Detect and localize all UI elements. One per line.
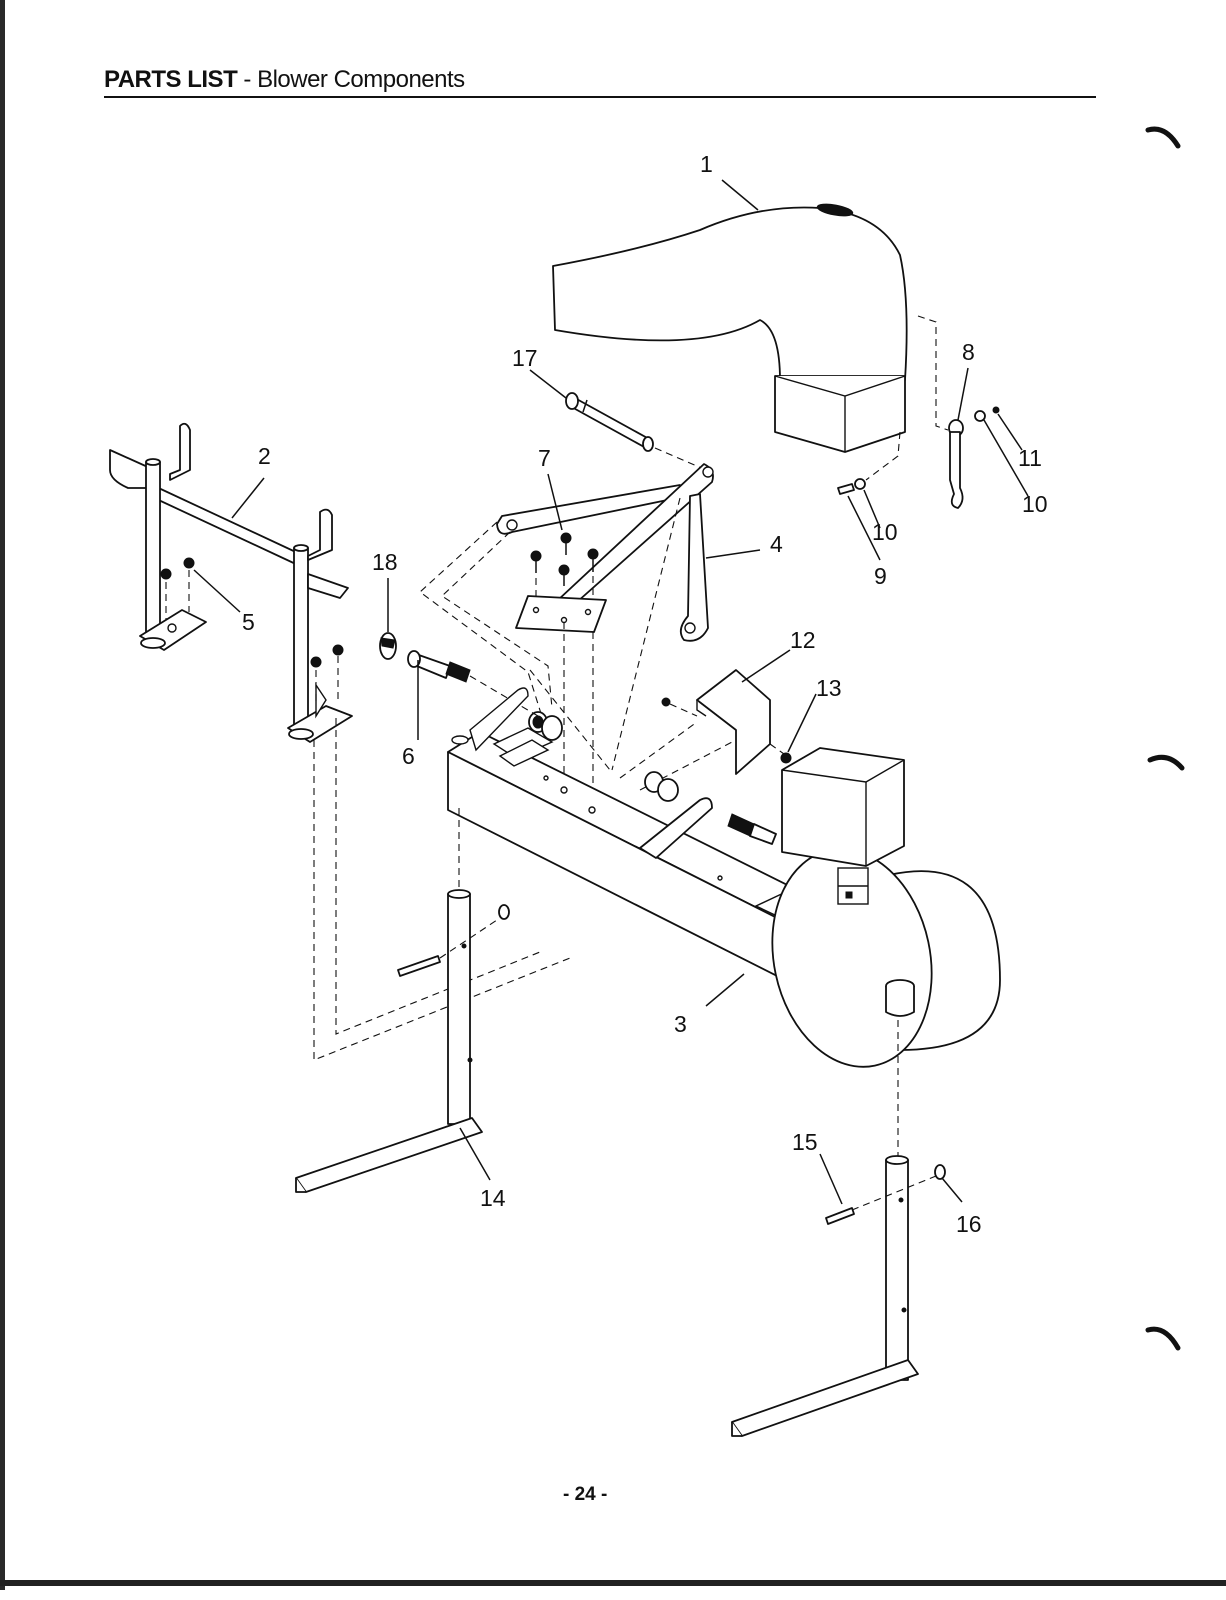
callout-14: 14 <box>480 1185 506 1211</box>
screw-13 <box>780 752 792 764</box>
page-bottom-edge <box>0 1580 1226 1586</box>
callout-4: 4 <box>770 531 783 557</box>
page-title-bold: PARTS LIST <box>104 66 238 93</box>
callout-8: 8 <box>962 339 975 365</box>
leader-7 <box>547 473 563 531</box>
binder-mark <box>1147 754 1185 771</box>
callout-12: 12 <box>790 627 816 653</box>
leader-14 <box>459 1127 491 1181</box>
callout-2: 2 <box>258 443 271 469</box>
leader-13 <box>787 693 817 753</box>
callout-10a: 10 <box>872 519 898 545</box>
stand-15-16 <box>731 1155 946 1437</box>
page-header: PARTS LIST - Blower Components <box>104 62 1096 98</box>
screw-12 <box>661 697 671 707</box>
pin-17 <box>565 392 654 452</box>
stud-6 <box>407 650 563 741</box>
blower-housing <box>771 747 1001 1068</box>
callout-16: 16 <box>956 1211 982 1237</box>
callout-18: 18 <box>372 549 398 575</box>
callout-17: 17 <box>512 345 538 371</box>
mount-bracket-4 <box>496 463 714 642</box>
bolts-7 <box>530 532 599 586</box>
leader-2 <box>231 477 265 519</box>
callout-3: 3 <box>674 1011 687 1037</box>
leader-3 <box>705 973 745 1007</box>
page-edge <box>0 0 5 1590</box>
page-title-rest: - Blower Components <box>237 66 465 93</box>
stand-14 <box>295 889 510 1193</box>
clip-18 <box>379 632 397 660</box>
leader-10b <box>983 419 1029 497</box>
front-frame-2 <box>109 422 353 743</box>
leader-9 <box>847 495 881 561</box>
callout-6: 6 <box>402 743 415 769</box>
leader-8 <box>957 367 969 421</box>
leader-5 <box>193 569 241 613</box>
leader-12 <box>741 649 791 683</box>
stud-6-right <box>644 771 777 845</box>
leader-17 <box>529 369 567 399</box>
binder-mark <box>1145 126 1181 149</box>
callout-5: 5 <box>242 609 255 635</box>
callout-15: 15 <box>792 1129 818 1155</box>
binder-mark <box>1145 1326 1181 1351</box>
latch-hardware <box>837 406 1000 509</box>
page-title: PARTS LIST - Blower Components <box>104 66 465 94</box>
page-number: - 24 - <box>563 1484 608 1505</box>
leader-16 <box>941 1177 963 1203</box>
callout-9: 9 <box>874 563 887 589</box>
leader-15 <box>819 1153 843 1205</box>
discharge-chute <box>552 203 908 453</box>
callout-10b: 10 <box>1022 491 1048 517</box>
callout-11: 11 <box>1018 445 1042 471</box>
leader-4 <box>705 549 761 559</box>
bolts-5 <box>160 557 344 668</box>
leader-1 <box>721 179 759 211</box>
callout-7: 7 <box>538 445 551 471</box>
leader-11 <box>997 413 1023 451</box>
leader-10a <box>863 489 881 529</box>
callout-1: 1 <box>700 151 713 177</box>
callout-13: 13 <box>816 675 842 701</box>
cover-12 <box>696 669 771 775</box>
